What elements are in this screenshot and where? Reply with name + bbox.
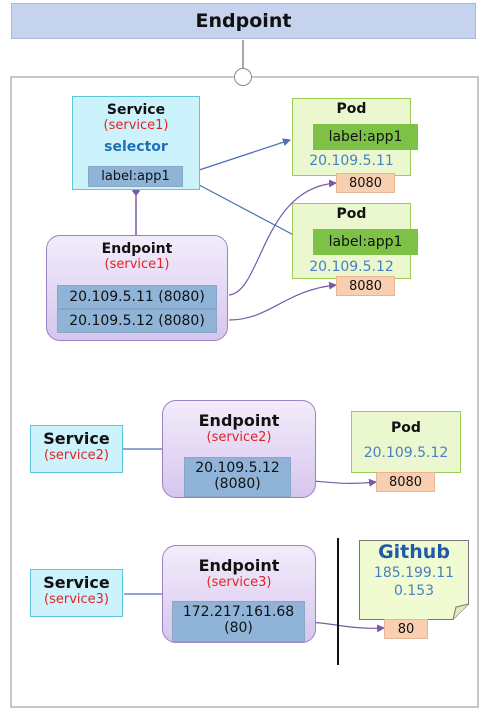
service1-name: (service1) bbox=[103, 118, 169, 133]
endpoint1-name: (service1) bbox=[104, 257, 170, 272]
pod3-port: 8080 bbox=[376, 472, 435, 492]
pod2-title: Pod bbox=[336, 206, 367, 222]
endpoint1-address-1: 20.109.5.11 (8080) bbox=[57, 285, 217, 309]
service3-title: Service bbox=[43, 573, 110, 592]
pod2-box: Pod bbox=[292, 203, 411, 279]
pod3-box: Pod 20.109.5.12 bbox=[351, 411, 461, 473]
endpoint3-address: 172.217.161.68 (80) bbox=[172, 601, 305, 642]
diagram-title: Endpoint bbox=[11, 3, 476, 39]
service2-box: Service (service2) bbox=[30, 425, 123, 473]
service3-name: (service3) bbox=[44, 592, 109, 607]
endpoint2-name: (service2) bbox=[206, 430, 272, 445]
pod2-label: label:app1 bbox=[313, 229, 418, 255]
pod2-port: 8080 bbox=[336, 276, 395, 296]
endpoint3-address-ip: 172.217.161.68 bbox=[182, 604, 295, 620]
note-shape bbox=[359, 540, 469, 620]
service1-title: Service bbox=[106, 102, 166, 118]
endpoint2-address-port: (8080) bbox=[214, 476, 261, 492]
service1-selector-label: selector bbox=[104, 139, 168, 155]
github-ip-line2: 0.153 bbox=[393, 583, 435, 599]
title-connector-circle bbox=[234, 68, 252, 86]
service3-box: Service (service3) bbox=[30, 569, 123, 617]
service2-name: (service2) bbox=[44, 448, 109, 463]
endpoint3-name: (service3) bbox=[206, 575, 272, 590]
pod1-port: 8080 bbox=[336, 173, 395, 193]
pod1-title: Pod bbox=[336, 101, 367, 117]
endpoint2-address-ip: 20.109.5.12 bbox=[195, 460, 280, 476]
endpoint1-title: Endpoint bbox=[101, 241, 173, 257]
pod1-label: label:app1 bbox=[313, 124, 418, 150]
pod1-ip: 20.109.5.11 bbox=[309, 153, 394, 169]
service1-selector-value: label:app1 bbox=[88, 166, 183, 187]
github-port: 80 bbox=[384, 619, 428, 639]
service2-title: Service bbox=[43, 429, 110, 448]
pod3-title: Pod bbox=[391, 420, 421, 436]
pod3-ip: 20.109.5.12 bbox=[363, 445, 449, 461]
github-ip-line1: 185.199.11 bbox=[373, 565, 455, 581]
endpoint1-address-2: 20.109.5.12 (8080) bbox=[57, 309, 217, 333]
endpoint3-title: Endpoint bbox=[198, 556, 280, 575]
github-note: Github 185.199.11 0.153 bbox=[359, 540, 469, 620]
endpoint2-address: 20.109.5.12 (8080) bbox=[184, 457, 291, 497]
endpoint2-title: Endpoint bbox=[198, 411, 280, 430]
pod2-ip: 20.109.5.12 bbox=[309, 259, 394, 275]
github-title: Github bbox=[378, 541, 450, 563]
endpoint3-address-port: (80) bbox=[224, 620, 253, 636]
